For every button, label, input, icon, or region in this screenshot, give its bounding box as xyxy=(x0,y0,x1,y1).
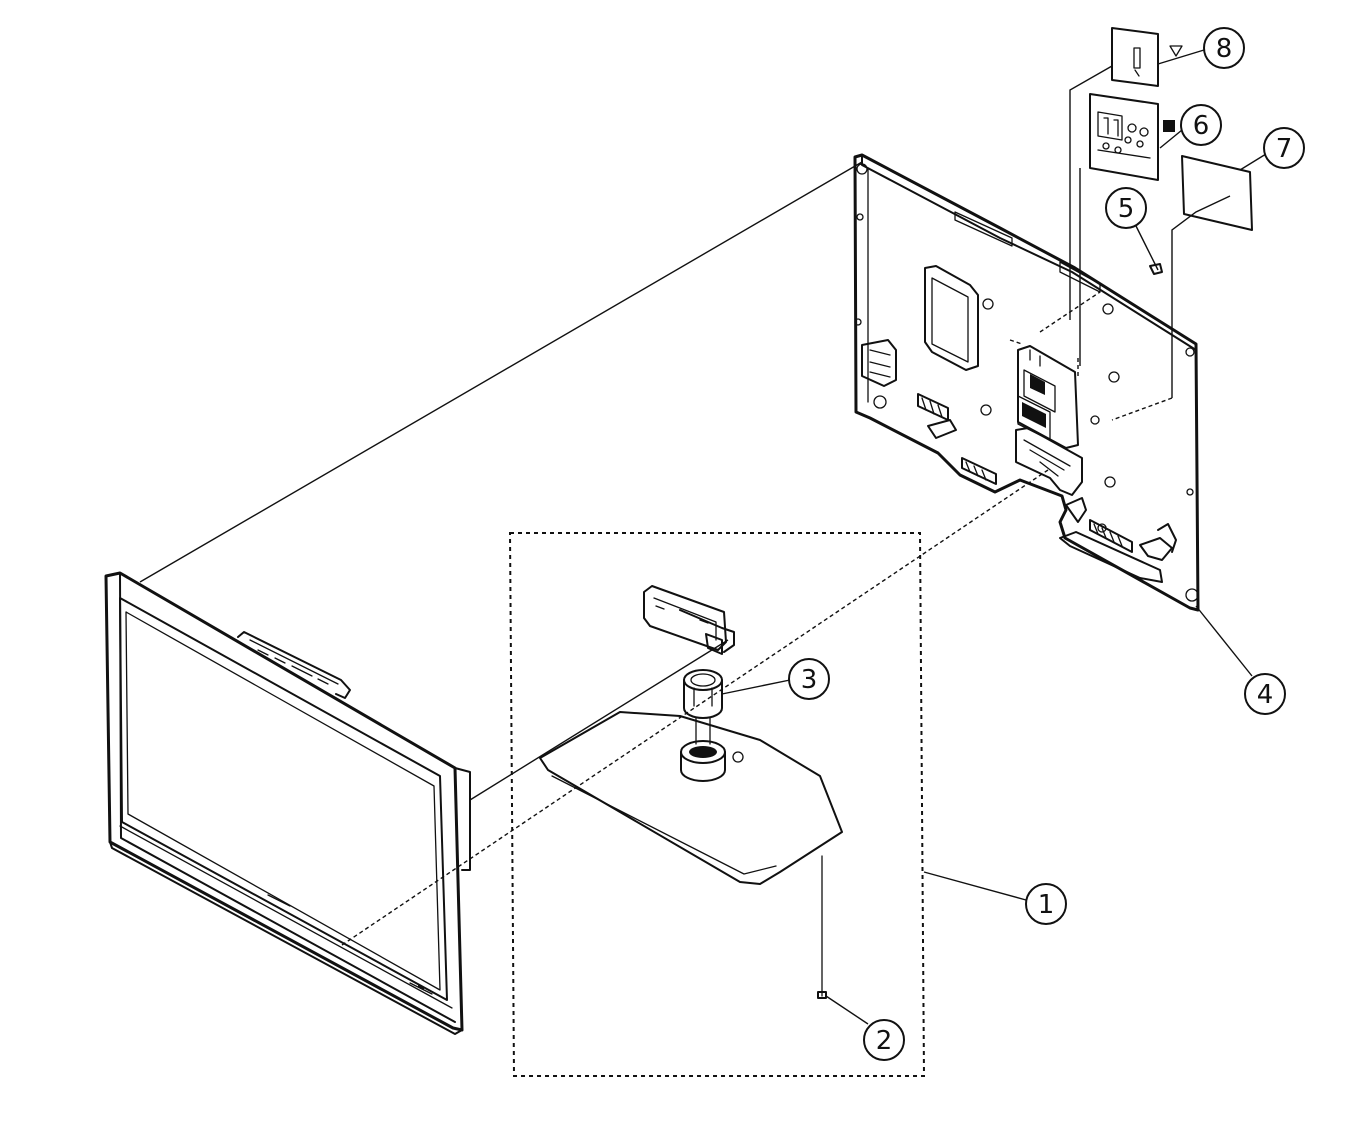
callout-label: 2 xyxy=(876,1026,893,1056)
callout-6: 6 xyxy=(1159,104,1222,149)
assembly-guide-lines xyxy=(139,161,1049,946)
label-parts xyxy=(1069,27,1253,398)
callout-label: 5 xyxy=(1118,194,1135,224)
callout-label: 1 xyxy=(1038,890,1055,920)
callout-4: 4 xyxy=(1195,605,1286,715)
callout-3: 3 xyxy=(721,658,830,700)
front-cabinet xyxy=(104,571,471,1035)
callout-label: 6 xyxy=(1193,111,1210,141)
callout-label: 7 xyxy=(1276,134,1293,164)
callout-2: 2 xyxy=(825,995,905,1061)
callout-5: 5 xyxy=(1105,187,1163,275)
rear-cabinet xyxy=(853,153,1200,612)
callout-label: 3 xyxy=(801,665,818,695)
callout-label: 8 xyxy=(1216,34,1233,64)
callout-8: 7 xyxy=(1239,127,1305,171)
callout-7: 8 xyxy=(1157,27,1245,69)
callout-1: 1 xyxy=(923,871,1067,925)
stand-assembly xyxy=(508,532,926,1077)
callout-label: 4 xyxy=(1257,680,1274,710)
